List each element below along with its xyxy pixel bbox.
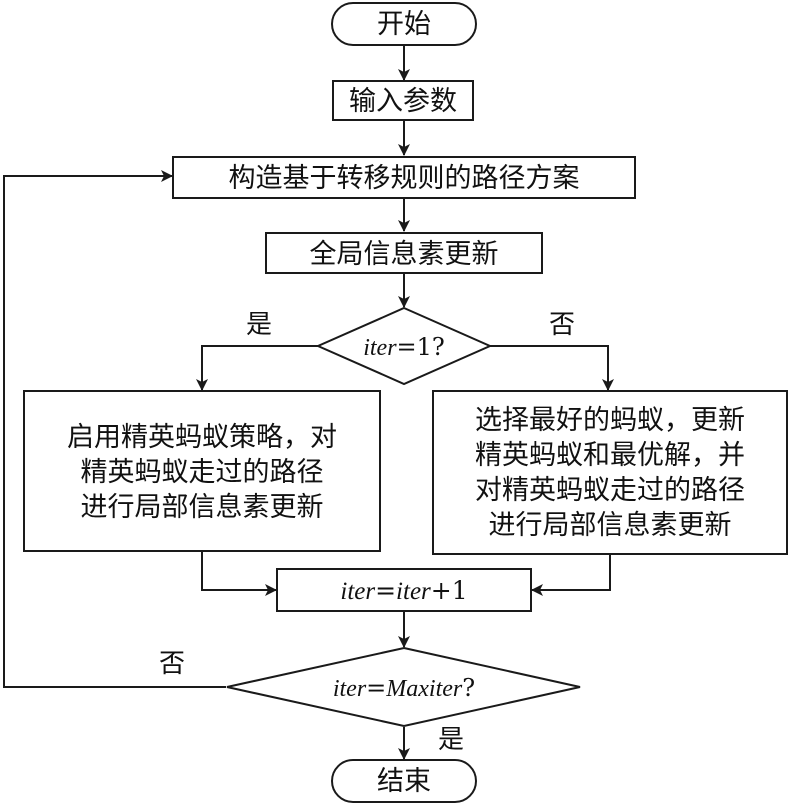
cond-max-label: iter=Maxiter? <box>333 674 475 702</box>
label-no-2: 否 <box>159 649 185 679</box>
elite-right-line-3: 对精英蚂蚁走过的路径 <box>475 475 745 506</box>
increment-eq: = <box>375 576 396 605</box>
elite-right-line-2: 精英蚂蚁和最优解，并 <box>475 440 745 471</box>
construct-label: 构造基于转移规则的路径方案 <box>229 163 580 194</box>
increment-lhs: iter <box>340 578 375 605</box>
label-yes-1: 是 <box>246 310 272 340</box>
cond-max-lhs: iter <box>333 676 367 702</box>
edge-left-increment <box>201 551 277 596</box>
elite-right-line-1: 选择最好的蚂蚁，更新 <box>475 405 745 436</box>
increment-node: iter=iter+1 <box>276 568 532 612</box>
edge-cond-no <box>490 345 614 391</box>
elite-right-node: 选择最好的蚂蚁，更新 精英蚂蚁和最优解，并 对精英蚂蚁走过的路径 进行局部信息素… <box>432 390 788 555</box>
edge-loop-back <box>3 170 226 688</box>
start-node: 开始 <box>331 2 477 46</box>
cond-iter-rest: =1? <box>397 333 445 361</box>
global-update-node: 全局信息素更新 <box>265 232 543 274</box>
increment-tail: +1 <box>431 576 468 605</box>
increment-label: iter=iter+1 <box>340 576 467 605</box>
cond-max-rhs: Maxiter <box>385 676 463 702</box>
cond-max-eq: = <box>366 674 386 702</box>
input-node: 输入参数 <box>332 80 474 121</box>
edge-cond-yes <box>196 345 318 391</box>
increment-rhs: iter <box>396 578 431 605</box>
cond-iter-node: iter=1? <box>315 306 493 386</box>
end-node: 结束 <box>331 759 477 803</box>
label-no-1: 否 <box>549 310 575 340</box>
elite-right-line-4: 进行局部信息素更新 <box>489 510 732 541</box>
cond-iter-label: iter=1? <box>363 333 445 361</box>
elite-left-line-3: 进行局部信息素更新 <box>81 492 324 523</box>
elite-left-line-2: 精英蚂蚁走过的路径 <box>81 457 324 488</box>
global-update-label: 全局信息素更新 <box>310 239 499 270</box>
label-yes-2: 是 <box>438 725 464 755</box>
edge-right-increment <box>531 554 611 596</box>
end-label: 结束 <box>377 766 431 797</box>
input-label: 输入参数 <box>349 86 457 117</box>
cond-iter-var: iter <box>363 335 397 361</box>
start-label: 开始 <box>377 9 431 40</box>
cond-max-tail: ? <box>462 674 475 702</box>
elite-left-node: 启用精英蚂蚁策略，对 精英蚂蚁走过的路径 进行局部信息素更新 <box>23 390 381 552</box>
elite-left-line-1: 启用精英蚂蚁策略，对 <box>67 422 337 453</box>
cond-max-node: iter=Maxiter? <box>226 646 581 728</box>
construct-node: 构造基于转移规则的路径方案 <box>172 156 636 199</box>
